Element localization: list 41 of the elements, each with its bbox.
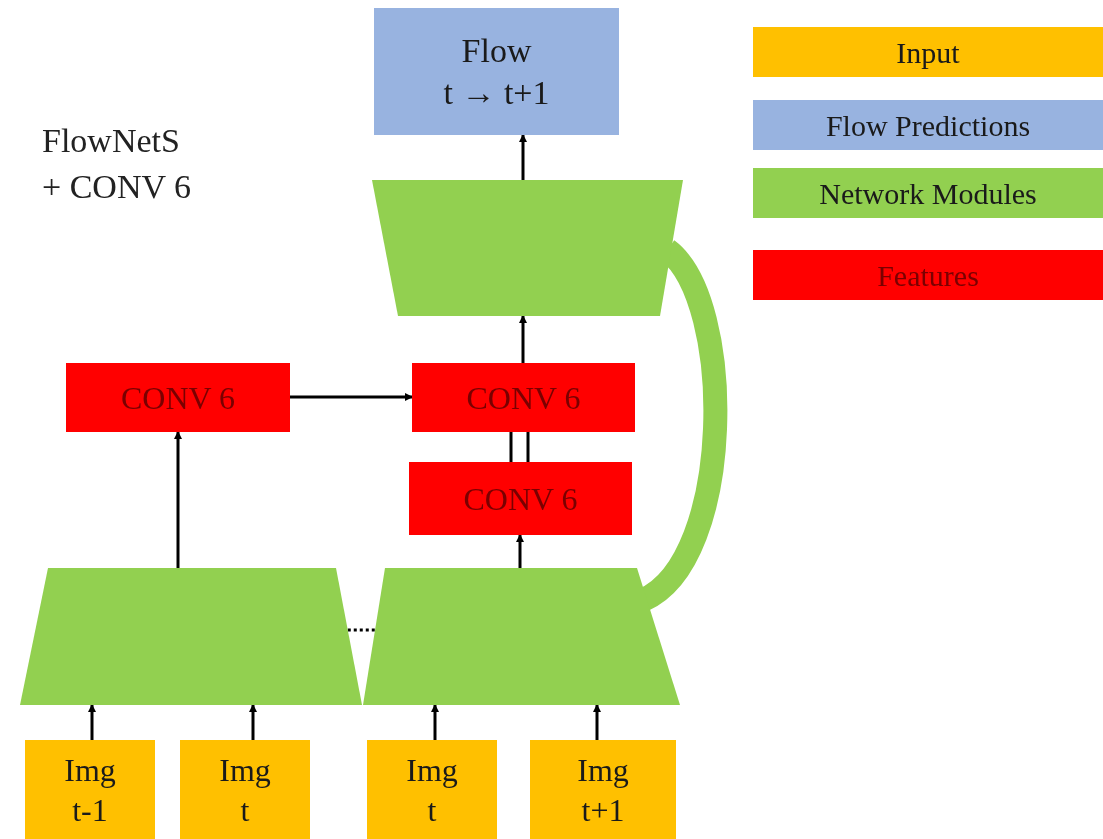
node-sublabel: t-1: [72, 790, 108, 830]
node-label: Img: [64, 750, 116, 790]
legend-label: Network Modules: [819, 175, 1037, 212]
conv-box: [66, 363, 290, 432]
network-module-trapezoid: [363, 568, 680, 705]
diagram-caption: + CONV 6: [42, 167, 191, 207]
node-sublabel: t: [240, 790, 250, 830]
legend-label: Flow Predictions: [825, 107, 1031, 144]
arrow: [519, 315, 527, 363]
conv-box: [412, 363, 635, 432]
arrow: [431, 704, 439, 740]
arrow: [593, 704, 601, 740]
network-module-trapezoid: [372, 180, 683, 316]
double-line-connector: [509, 430, 530, 464]
node-sublabel: t+1: [581, 790, 625, 830]
legend-label: Input: [896, 34, 960, 71]
node-label: Img: [577, 750, 629, 790]
legend-label: Features: [877, 257, 979, 294]
node-label: CONV 6: [466, 378, 581, 418]
node-label: CONV 6: [463, 479, 578, 519]
arrow: [174, 431, 182, 568]
input-box: [530, 740, 676, 839]
arrow: [249, 704, 257, 740]
input-box: [180, 740, 310, 839]
arrow: [519, 134, 527, 180]
input-box: [367, 740, 497, 839]
node-sublabel: t → t+1: [443, 72, 550, 113]
node-sublabel: t: [427, 790, 437, 830]
node-label: Img: [406, 750, 458, 790]
arrow: [516, 534, 524, 568]
node-label: CONV 6: [120, 378, 236, 418]
network-module-trapezoid: [20, 568, 362, 705]
node-label: Img: [219, 750, 271, 790]
dotted-connector: [347, 628, 376, 632]
diagram-caption: FlowNetS: [42, 121, 181, 161]
node-label: Flow: [461, 30, 532, 71]
arrow: [290, 393, 413, 401]
input-box: [25, 740, 155, 839]
arrow: [88, 704, 96, 740]
flow-prediction-box: [374, 8, 619, 135]
conv-box: [409, 462, 632, 535]
